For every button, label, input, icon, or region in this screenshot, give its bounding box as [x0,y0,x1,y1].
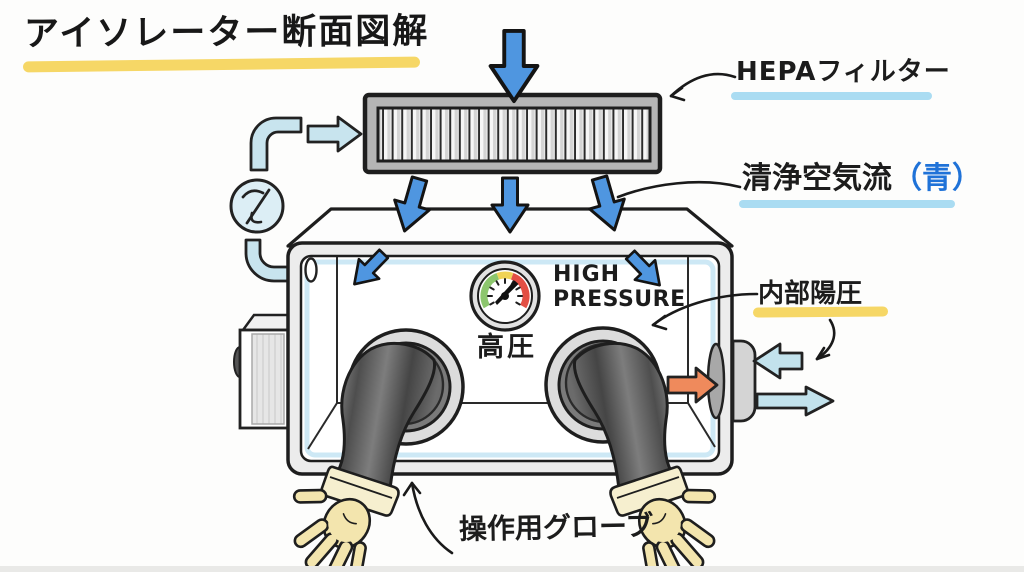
outside-air-arrow-left-icon [752,342,804,380]
clean-airflow-label: 清浄空気流（青） [742,162,982,195]
bottom-shadow [0,566,1024,572]
clean-air-down-arrow-middle [490,176,530,234]
recirc-duct-bottom-icon [244,238,293,283]
gauge-caption: 高圧 [477,332,537,363]
gloves-leader-arrow [410,481,454,555]
clean-airflow-text: 清浄空気流 [742,161,892,196]
hepa-leader-arrow [669,72,737,98]
hand [292,488,372,572]
exhaust-arrow-icon [666,366,719,404]
hepa-label-underline [731,92,932,100]
page-title: アイソレーター断面図解 [23,11,430,55]
recirc-duct-top-icon [249,116,303,172]
glove-cuff [320,465,400,517]
clean-air-down-arrow-right [588,174,626,232]
right-glove-assembly [544,326,717,572]
interior-port-oval [304,257,318,283]
hepa-filter [362,92,663,175]
clean-airflow-paren: （青） [892,161,982,196]
glove-sleeve [336,341,437,491]
interior-air-arrow-right [624,249,661,287]
gauge-text-line1: HIGH [553,262,621,287]
cleanair-label-underline [739,200,955,208]
outside-air-arrow-right-icon [755,385,835,417]
exhaust-port-cap [731,339,757,423]
clean-air-down-arrow-left [393,175,431,233]
supply-air-arrow-icon [488,28,540,104]
gauge-text-line2: PRESSURE [553,287,686,312]
interior-air-arrow-left [353,248,390,286]
hepa-filter-label: HEPAフィルター [736,57,951,87]
pressure-down-arrow [815,318,836,361]
recirc-inlet-arrow-icon [306,115,363,153]
internal-pressure-label: 内部陽圧 [758,279,863,309]
operation-gloves-label: 操作用グローブ [458,509,654,546]
left-glove-assembly [292,328,465,572]
fan-icon [229,178,285,234]
cleanair-leader-line [616,180,742,199]
pressure-gauge-icon [469,260,541,332]
